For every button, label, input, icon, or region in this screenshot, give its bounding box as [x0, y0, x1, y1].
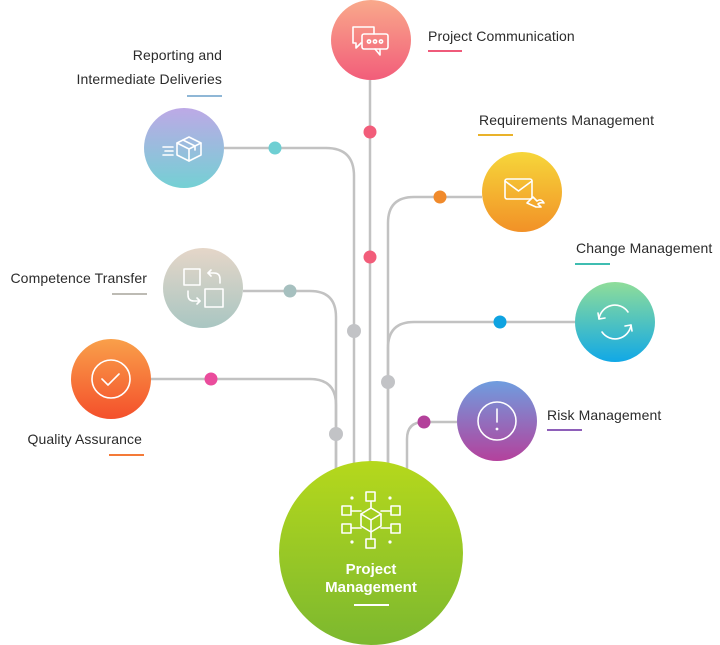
- connector-change-management: [386, 320, 575, 470]
- dot-reporting: [268, 141, 282, 155]
- check-circle-icon: [91, 359, 131, 399]
- underline-risk-management: [547, 429, 582, 431]
- junction-dot: [381, 375, 395, 389]
- center-title-line2: Management: [325, 579, 417, 596]
- chat-bubbles-icon: [352, 26, 389, 56]
- center-title: Project Management: [280, 561, 462, 597]
- label-project-communication: Project Communication: [428, 28, 575, 44]
- node-reporting[interactable]: [144, 108, 224, 188]
- connector-competence-transfer: [243, 289, 338, 470]
- junction-dot: [329, 427, 343, 441]
- underline-project-communication: [428, 50, 462, 52]
- label-change-management: Change Management: [576, 240, 713, 256]
- dot-project-communication-2: [363, 250, 377, 264]
- underline-competence-transfer: [112, 293, 147, 295]
- network-cube-icon: [341, 491, 401, 549]
- node-project-communication[interactable]: [331, 0, 411, 80]
- delivery-box-icon: [162, 136, 202, 162]
- dot-quality-assurance: [204, 372, 218, 386]
- label-competence-transfer: Competence Transfer: [10, 270, 147, 286]
- swap-squares-icon: [183, 268, 224, 308]
- connector-quality-assurance: [150, 377, 338, 470]
- underline-change-management: [575, 263, 610, 265]
- node-project-management-center[interactable]: [279, 461, 463, 645]
- label-requirements-management: Requirements Management: [479, 112, 655, 128]
- node-change-management[interactable]: [575, 282, 655, 362]
- junction-dot: [347, 324, 361, 338]
- node-quality-assurance[interactable]: [71, 339, 151, 419]
- node-requirements-management[interactable]: [482, 152, 562, 232]
- center-underline: [354, 604, 389, 606]
- label-risk-management: Risk Management: [547, 407, 662, 423]
- connector-lines: [150, 80, 575, 470]
- connector-risk-management: [405, 420, 457, 470]
- underline-reporting: [187, 95, 222, 97]
- underline-requirements-management: [478, 134, 513, 136]
- email-reply-icon: [504, 178, 545, 208]
- connector-reporting: [224, 146, 356, 470]
- label-quality-assurance: Quality Assurance: [27, 431, 142, 447]
- label-reporting-line2: Intermediate Deliveries: [76, 71, 222, 87]
- center-title-line1: Project: [345, 561, 397, 578]
- connector-requirements-management: [386, 195, 482, 470]
- label-reporting-line1: Reporting and: [132, 47, 222, 63]
- refresh-cycle-icon: [597, 304, 633, 340]
- dot-project-communication-1: [363, 125, 377, 139]
- dot-competence-transfer: [283, 284, 297, 298]
- underline-quality-assurance: [109, 454, 144, 456]
- node-competence-transfer[interactable]: [163, 248, 243, 328]
- dot-change-management: [493, 315, 507, 329]
- dot-risk-management: [417, 415, 431, 429]
- dot-requirements-management: [433, 190, 447, 204]
- alert-circle-icon: [477, 401, 517, 441]
